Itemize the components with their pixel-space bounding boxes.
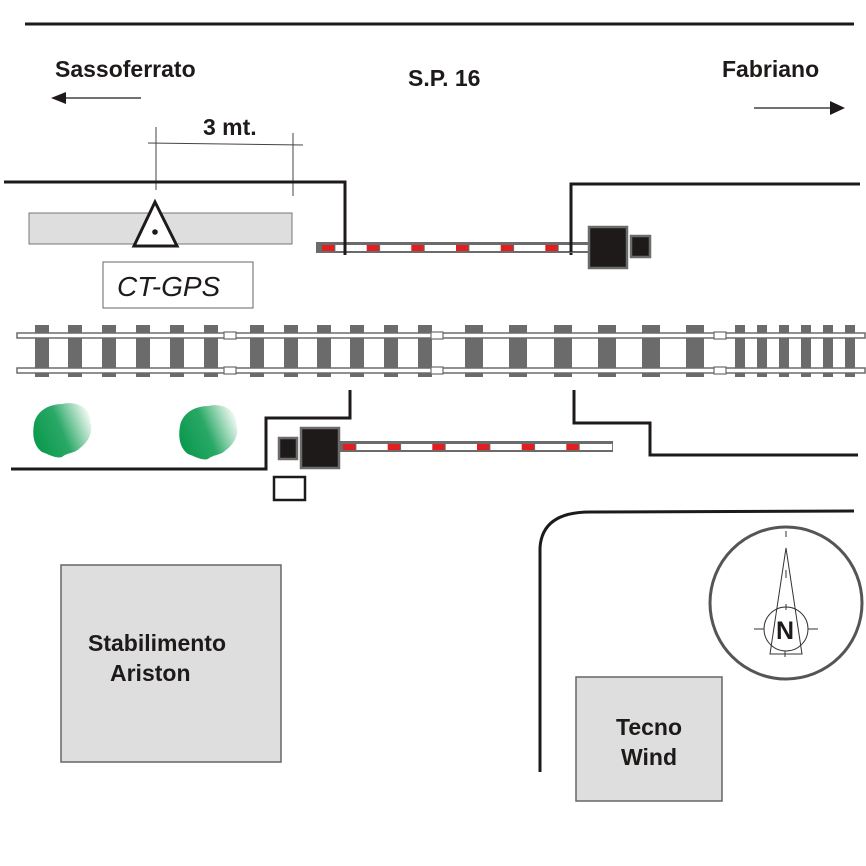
barrier-signal-box: [277, 436, 299, 461]
barrier-stripe-white: [445, 444, 479, 450]
rail-tie: [801, 325, 811, 377]
dimension-label: 3 mt.: [203, 114, 257, 140]
barrier-stripe-red: [366, 245, 379, 251]
rail-tie: [845, 325, 855, 377]
building-ariston: [60, 564, 282, 763]
barrier-stripe-red: [566, 444, 579, 450]
barrier-stripe-red: [411, 245, 424, 251]
control-box: [272, 475, 307, 502]
barrier-motor-box: [299, 426, 341, 470]
arrow-left-icon: [51, 92, 141, 104]
barrier-stripe-red: [387, 444, 400, 450]
barrier-stripe-white: [558, 245, 592, 251]
rail-joint: [713, 366, 727, 375]
north-arrow-icon: [708, 525, 864, 681]
rail-tie: [757, 325, 767, 377]
rail-joint: [713, 331, 727, 340]
arrow-right-icon: [754, 101, 845, 115]
barrier-signal-box: [629, 234, 652, 259]
building-tecnowind-line1: Tecno: [616, 714, 682, 740]
road-edge-curve: [538, 509, 855, 772]
barrier-stripe-red: [477, 444, 490, 450]
south-barrier: [277, 426, 613, 470]
barrier-stripe-white: [579, 444, 613, 450]
barrier-stripe-white: [514, 245, 547, 251]
barrier-stripe-white: [356, 444, 389, 450]
barrier-stripe-red: [500, 245, 513, 251]
barrier-stripe-white: [380, 245, 413, 251]
barrier-stripe-red: [521, 444, 534, 450]
building-tecnowind-line2: Wind: [621, 744, 677, 770]
barrier-stripe-red: [343, 444, 356, 450]
rail-tie: [735, 325, 745, 377]
compass-label: N: [776, 617, 794, 645]
rail-tie: [779, 325, 789, 377]
barrier-stripe-white: [469, 245, 502, 251]
north-barrier: [316, 225, 652, 270]
sensor-label-box: [102, 261, 254, 309]
road-edge-south-right: [572, 390, 858, 457]
road-name: S.P. 16: [408, 65, 480, 91]
barrier-stripe-red: [432, 444, 445, 450]
rail-tie: [823, 325, 833, 377]
building-tecnowind: [575, 676, 723, 802]
rail-joint: [430, 331, 444, 340]
barrier-stripe-white: [401, 444, 434, 450]
barrier-stripe-white: [424, 245, 458, 251]
rail-joint: [430, 366, 444, 375]
rail-joint: [223, 366, 237, 375]
building-ariston-line2: Ariston: [110, 660, 191, 686]
rail-joint: [223, 331, 237, 340]
tree-icon: [179, 405, 238, 460]
barrier-stripe-white: [335, 245, 368, 251]
dimension-line: [147, 127, 304, 196]
barrier-stripe-red: [545, 245, 558, 251]
road-edge-south-left: [11, 390, 352, 471]
triangle-marker-icon: [131, 198, 180, 248]
tree-icon: [33, 403, 92, 458]
building-ariston-line1: Stabilimento: [88, 630, 226, 656]
direction-left-label: Sassoferrato: [55, 56, 196, 82]
barrier-stripe-red: [456, 245, 469, 251]
direction-right-label: Fabriano: [722, 56, 819, 82]
sensor-label: CT-GPS: [117, 271, 221, 302]
barrier-motor-box: [587, 225, 629, 270]
barrier-stripe-white: [490, 444, 523, 450]
barrier-stripe-white: [535, 444, 568, 450]
railway-track: [16, 325, 866, 377]
barrier-stripe-red: [322, 245, 335, 251]
